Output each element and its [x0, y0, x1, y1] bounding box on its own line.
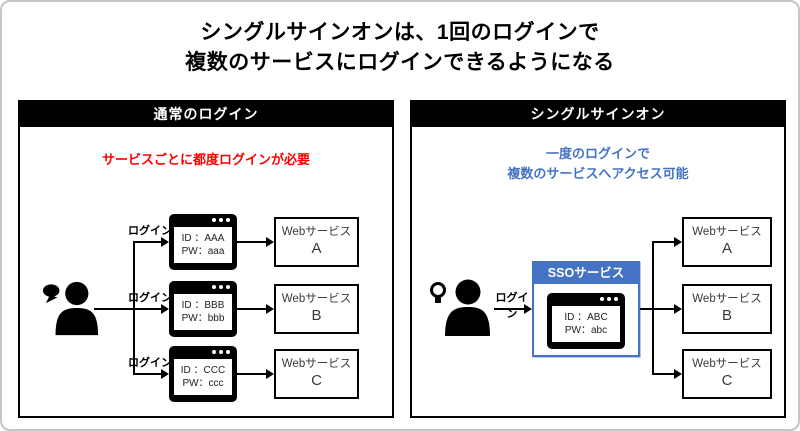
connector-line	[652, 308, 674, 310]
panel-single-sign-on: シングルサインオン 一度のログインで 複数のサービスへアクセス可能 ログイン S…	[410, 100, 786, 418]
arrow-right-icon	[161, 304, 169, 314]
arrow-right-icon	[674, 304, 682, 314]
connector-line	[640, 308, 653, 310]
credential-id: ID ：BBB	[181, 299, 225, 311]
web-service-letter: C	[311, 371, 322, 389]
arrow-right-icon	[674, 237, 682, 247]
credential-box: ID ：CCC PW：ccc	[174, 359, 232, 395]
page-title-line2: 複数のサービスにログインできるようになる	[185, 51, 615, 75]
browser-window-ccc: ID ：CCC PW：ccc	[169, 346, 237, 402]
window-menu-dots-icon	[600, 297, 618, 301]
login-arrow-label: ログイン	[495, 292, 529, 320]
arrow-right-icon	[524, 304, 532, 314]
sso-note-line2: 複数のサービスへアクセス可能	[507, 166, 689, 182]
web-service-label: Webサービス	[692, 226, 762, 239]
connector-line	[133, 373, 161, 375]
web-service-letter: B	[311, 306, 322, 324]
connector-line	[237, 308, 266, 310]
window-menu-dots-icon	[212, 350, 230, 354]
web-service-letter: C	[721, 371, 733, 389]
page-title: シングルサインオンは、1回のログインで 複数のサービスにログインできるようになる	[2, 18, 798, 79]
connector-line	[94, 308, 134, 310]
web-service-c-box: Webサービス C	[274, 349, 359, 399]
connector-line	[133, 308, 161, 310]
connector-line	[494, 308, 524, 310]
credential-box: ID ：BBB PW：bbb	[174, 294, 232, 330]
web-service-label: Webサービス	[692, 293, 762, 306]
credential-box: ID ：ABC PW：abc	[552, 306, 620, 342]
sso-note-line1: 一度のログインで	[545, 146, 650, 161]
credential-box: ID ：AAA PW：aaa	[174, 227, 232, 263]
web-service-a-box: Webサービス A	[274, 217, 359, 267]
connector-line	[237, 373, 266, 375]
web-service-label: Webサービス	[692, 358, 762, 371]
arrow-right-icon	[266, 237, 274, 247]
credential-id: ID ：ABC	[564, 311, 608, 323]
login-arrow-label: ログイン	[128, 357, 172, 369]
login-arrow-label: ログイン	[128, 292, 172, 304]
credential-pw: PW：abc	[564, 325, 608, 336]
credential-id: ID ：AAA	[181, 232, 225, 244]
web-service-a-box: Webサービス A	[682, 217, 772, 267]
sso-note: 一度のログインで 複数のサービスへアクセス可能	[412, 144, 784, 184]
normal-login-note: サービスごとに都度ログインが必要	[101, 152, 310, 167]
arrow-right-icon	[266, 369, 274, 379]
sso-service-header: SSOサービス	[534, 263, 638, 284]
web-service-b-box: Webサービス B	[274, 284, 359, 334]
web-service-letter: A	[721, 239, 732, 257]
panel-normal-login-header: 通常のログイン	[20, 102, 392, 127]
user-with-speech-bubble-icon	[42, 280, 100, 336]
browser-window-bbb: ID ：BBB PW：bbb	[169, 281, 237, 337]
web-service-label: Webサービス	[281, 358, 352, 371]
web-service-letter: A	[311, 239, 322, 257]
web-service-label: Webサービス	[281, 226, 352, 239]
web-service-c-box: Webサービス C	[682, 349, 772, 399]
credential-id: ID ：CCC	[180, 364, 226, 376]
connector-line	[133, 241, 161, 243]
credential-pw: PW：bbb	[181, 313, 225, 324]
panel-single-sign-on-header: シングルサインオン	[412, 102, 784, 127]
web-service-label: Webサービス	[281, 293, 352, 306]
window-menu-dots-icon	[212, 218, 230, 222]
connector-line	[237, 241, 266, 243]
connector-line	[652, 373, 674, 375]
page-title-line1: シングルサインオンは、1回のログインで	[200, 21, 600, 44]
login-arrow-label: ログイン	[128, 225, 172, 237]
arrow-right-icon	[161, 237, 169, 247]
credential-pw: PW：ccc	[182, 378, 224, 389]
web-service-letter: B	[721, 306, 732, 324]
user-icon	[42, 281, 99, 336]
user-with-lightbulb-icon	[428, 278, 492, 336]
user-icon	[430, 279, 490, 336]
web-service-b-box: Webサービス B	[682, 284, 772, 334]
browser-window-sso: ID ：ABC PW：abc	[547, 293, 625, 349]
connector-line	[652, 241, 674, 243]
window-menu-dots-icon	[212, 285, 230, 289]
panel-normal-login: 通常のログイン サービスごとに都度ログインが必要 ログイン ID ：AAA PW…	[18, 100, 394, 418]
browser-window-aaa: ID ：AAA PW：aaa	[169, 214, 237, 270]
arrow-right-icon	[161, 369, 169, 379]
credential-pw: PW：aaa	[181, 246, 225, 257]
sso-service-box: SSOサービス ID ：ABC PW：abc	[532, 261, 640, 357]
arrow-right-icon	[674, 369, 682, 379]
arrow-right-icon	[266, 304, 274, 314]
